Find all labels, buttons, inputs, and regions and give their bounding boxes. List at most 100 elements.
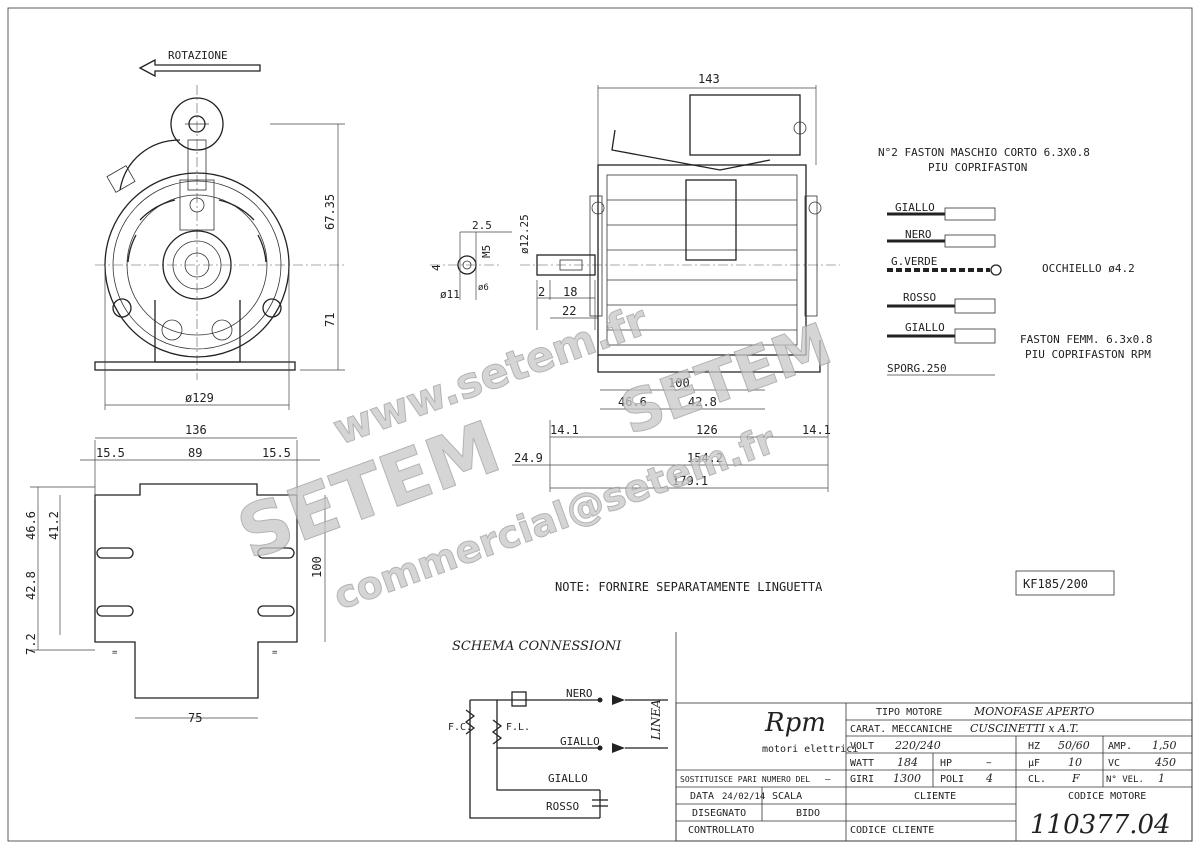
dim-143: 143 <box>698 72 720 86</box>
pulley-arm <box>187 139 207 191</box>
giri-value: 1300 <box>893 772 921 785</box>
connection-schema: SCHEMA CONNESSIONI NERO GIALLO GIALLO RO… <box>448 632 677 841</box>
faston-title-1: N°2 FASTON MASCHIO CORTO 6.3X0.8 <box>878 146 1090 159</box>
tipo-motore-value: MONOFASE APERTO <box>973 705 1094 718</box>
vc-value: 450 <box>1154 756 1176 769</box>
bolt-tl <box>591 201 605 215</box>
schema-wire-rosso <box>469 700 600 819</box>
top-lug <box>179 179 215 231</box>
resistor-fc <box>464 709 476 735</box>
nvel-value: 1 <box>1158 772 1165 785</box>
schema-rosso: ROSSO <box>546 800 579 813</box>
vent-slot-4 <box>257 234 267 263</box>
base-plate <box>94 361 296 371</box>
brand-logo: Rpm <box>764 708 826 738</box>
wiring-legend: N°2 FASTON MASCHIO CORTO 6.3X0.8 PIU COP… <box>878 146 1152 376</box>
tipo-motore-label: TIPO MOTORE <box>876 707 942 718</box>
rotation-arrow <box>138 58 261 78</box>
giri-label: GIRI <box>850 774 874 785</box>
hz-label: HZ <box>1028 741 1040 752</box>
watt-value: 184 <box>897 756 918 769</box>
cable-gland <box>106 165 136 193</box>
wire-gverde-label: G.VERDE <box>891 255 937 268</box>
brand-sub: motori elettrici <box>762 744 858 755</box>
motor-housing-inner <box>126 194 268 336</box>
faston-title-2: PIU COPRIFASTON <box>928 161 1027 174</box>
dim-15-5-left: 15.5 <box>96 446 125 460</box>
stator <box>597 164 807 356</box>
front-view: ROTAZIONE <box>94 49 345 410</box>
codice-motore-label: CODICE MOTORE <box>1068 791 1146 802</box>
cliente-label: CLIENTE <box>914 791 956 802</box>
screw-right <box>262 298 282 318</box>
dim-41-2: 41.2 <box>47 511 61 540</box>
terminal-giallo <box>597 745 603 751</box>
model-code-box <box>1015 570 1115 596</box>
dim-100-side: 100 <box>668 376 690 390</box>
dim-179-1: 179.1 <box>672 474 708 488</box>
connector-nero <box>944 234 996 248</box>
keyway <box>559 259 583 271</box>
amp-label: AMP. <box>1108 741 1132 752</box>
vent-slot-1 <box>139 199 176 221</box>
dim-14-1-right: 14.1 <box>802 423 831 437</box>
schema-giallo-2: GIALLO <box>548 772 588 785</box>
dim-100-base: 100 <box>310 556 324 578</box>
dim-2-5: 2.5 <box>472 219 492 232</box>
wire-nero-label: NERO <box>905 228 932 241</box>
base-plate-outline <box>94 483 298 699</box>
faston-femm-1: FASTON FEMM. 6.3x0.8 <box>1020 333 1152 346</box>
volt-label: VOLT <box>850 741 874 752</box>
thermal-switch <box>511 691 527 707</box>
occhiello-label: OCCHIELLO ø4.2 <box>1042 262 1135 275</box>
end-shield-right <box>804 195 818 317</box>
carat-label: CARAT. MECCANICHE <box>850 724 952 735</box>
hp-label: HP <box>940 758 952 769</box>
screw-top <box>189 197 205 213</box>
connector-giallo-2 <box>954 328 996 344</box>
bearing-boss <box>162 230 232 300</box>
vent-slot-2 <box>218 199 255 221</box>
bracket-hole-left <box>161 319 183 341</box>
wire-giallo-2-label: GIALLO <box>905 321 945 334</box>
bearing-bore <box>172 240 222 290</box>
resistor-fl <box>491 719 503 745</box>
top-pulley <box>170 97 224 151</box>
cl-value: F <box>1071 772 1080 785</box>
dim-diameter-129: ø129 <box>185 391 214 405</box>
stator-inner <box>606 174 798 346</box>
schema-wire-giallo-2 <box>496 748 600 791</box>
dim-126: 126 <box>696 423 718 437</box>
slot-bl <box>96 605 134 617</box>
dim-12-25: ø12.25 <box>518 214 531 254</box>
sporg-label: SPORG.250 <box>887 362 947 375</box>
shaft <box>536 254 596 276</box>
dim-71: 71 <box>323 313 337 327</box>
nvel-label: N° VEL. <box>1106 775 1144 785</box>
bolt-tr <box>808 201 822 215</box>
sheet-border <box>7 7 1193 842</box>
capacitor <box>689 94 801 156</box>
dim-7-2: 7.2 <box>24 633 38 655</box>
title-block: Rpm motori elettrici TIPO MOTORE MONOFAS… <box>675 702 1193 842</box>
schema-linea: LINEA <box>649 699 663 741</box>
sostituisce-value: – <box>825 775 831 785</box>
schema-title: SCHEMA CONNESSIONI <box>452 639 622 654</box>
watt-label: WATT <box>850 758 874 769</box>
shaft-center-hole <box>462 260 472 270</box>
dim-2: 2 <box>538 285 545 299</box>
base-plate-view: 136 15.5 89 15.5 46.6 41.2 42.8 7.2 100 … <box>24 423 326 725</box>
wire-giallo-1-label: GIALLO <box>895 201 935 214</box>
note-text: NOTE: FORNIRE SEPARATAMENTE LINGUETTA <box>555 580 823 594</box>
connector-rosso <box>954 298 996 314</box>
codice-cliente-label: CODICE CLIENTE <box>850 825 934 836</box>
slot-tr <box>257 547 295 559</box>
schema-nero: NERO <box>566 687 593 700</box>
schema-fl: F.L. <box>506 722 530 733</box>
dim-89: 89 <box>188 446 202 460</box>
dim-6: ø6 <box>478 283 489 293</box>
hz-value: 50/60 <box>1058 739 1090 752</box>
motor-housing-ring <box>112 180 282 350</box>
uf-value: 10 <box>1068 756 1082 769</box>
